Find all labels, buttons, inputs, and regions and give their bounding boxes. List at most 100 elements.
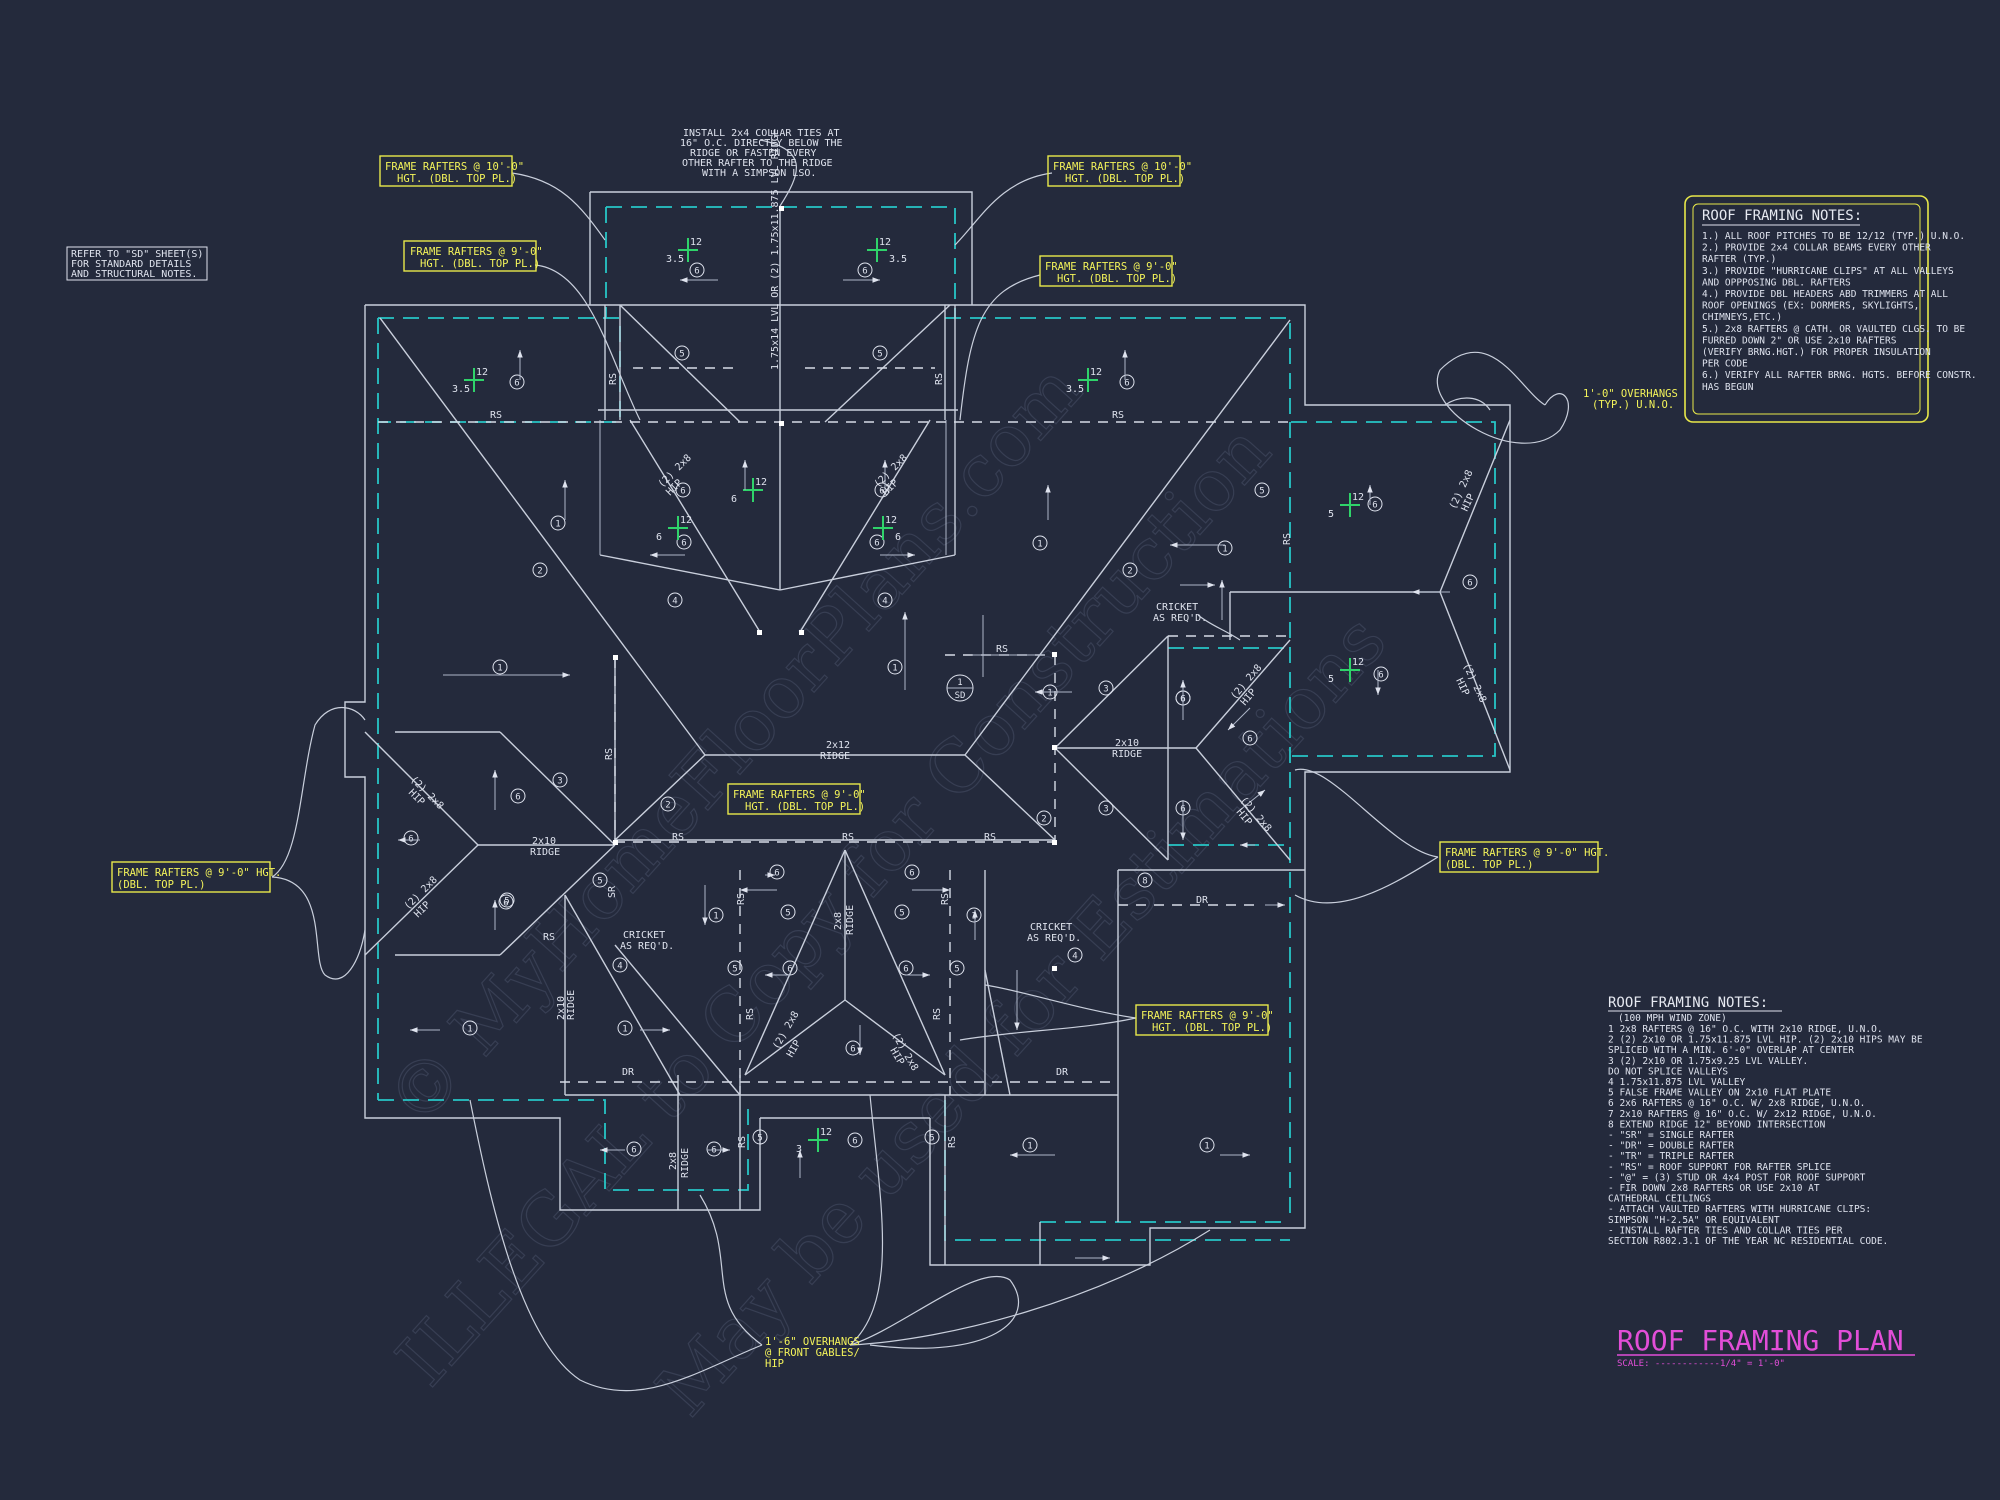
rafter-tag: 5 [872, 345, 888, 361]
svg-text:3.5: 3.5 [452, 384, 470, 395]
rafter-tag: 5 [752, 1129, 768, 1145]
svg-text:2: 2 [1127, 567, 1132, 577]
svg-text:@ FRONT GABLES/: @ FRONT GABLES/ [765, 1347, 860, 1359]
rafter-arrow [650, 552, 685, 558]
cricket-label: AS REQ'D. [620, 941, 674, 952]
sr-label: SR [607, 885, 618, 898]
watermark-group: © MyHomeFloorPlans.com ILLEGAL to Copy f… [370, 347, 1403, 1432]
rafter-tag: 4 [877, 592, 893, 608]
callout-frame-9-left-top: FRAME RAFTERS @ 9'-0" HGT. (DBL. TOP PL.… [403, 240, 543, 272]
rs-label: RS [737, 1136, 748, 1148]
svg-text:5: 5 [929, 1134, 934, 1144]
ridge-2x8-size: 2x8 [668, 1152, 679, 1170]
rafter-arrow [1075, 1255, 1110, 1261]
rafter-tag: 5 [727, 960, 743, 976]
rafter-arrow [742, 460, 748, 490]
svg-text:(DBL. TOP PL.): (DBL. TOP PL.) [1445, 859, 1534, 871]
roof-notes-general: ROOF FRAMING NOTES: 1.) ALL ROOF PITCHES… [1684, 195, 1977, 423]
callout-frame-9-center: FRAME RAFTERS @ 9'-0" HGT. (DBL. TOP PL.… [727, 783, 866, 815]
rafter-arrow [843, 277, 880, 283]
ridge-2x8-size: 2x8 [833, 912, 844, 930]
svg-text:HIP: HIP [765, 1358, 784, 1370]
rafter-arrow [1122, 350, 1128, 380]
roof-note-line: PER CODE [1702, 359, 1748, 370]
ridge-2x10-word: RIDGE [566, 990, 577, 1020]
rafter-tag: 6 [1367, 496, 1383, 512]
cricket-label: CRICKET [1156, 602, 1198, 613]
svg-text:1'-0" OVERHANGS: 1'-0" OVERHANGS [1583, 388, 1678, 400]
rs-label: RS [608, 373, 619, 385]
svg-text:4: 4 [617, 962, 622, 972]
svg-text:FRAME RAFTERS @ 10'-0": FRAME RAFTERS @ 10'-0" [1053, 161, 1192, 173]
rafter-tag: 5 [924, 1129, 940, 1145]
cricket-label: CRICKET [1030, 922, 1072, 933]
svg-text:6: 6 [515, 793, 520, 803]
rs-label: RS [947, 1136, 958, 1148]
svg-text:1: 1 [1037, 540, 1042, 550]
rafter-arrow [1375, 670, 1381, 695]
rafter-arrow [972, 910, 978, 940]
rafter-tag: 2 [532, 562, 548, 578]
title-block: ROOF FRAMING PLAN SCALE: ------------1/4… [1617, 1324, 1915, 1369]
roof-note-line: AND OPPPOSING DBL. RAFTERS [1702, 277, 1851, 288]
refer-note: REFER TO "SD" SHEET(S) FOR STANDARD DETA… [66, 246, 208, 281]
svg-text:5: 5 [757, 1134, 762, 1144]
wind-zone: (100 MPH WIND ZONE) [1618, 1013, 1727, 1024]
rafter-tag: 6 [706, 1141, 722, 1157]
svg-text:FRAME RAFTERS @ 9'-0": FRAME RAFTERS @ 9'-0" [1045, 261, 1178, 273]
rafter-tag: 5 [499, 892, 515, 908]
svg-text:6: 6 [903, 965, 908, 975]
roof-note-line: - "DR" = DOUBLE RAFTER [1608, 1141, 1734, 1152]
svg-text:6: 6 [656, 532, 662, 543]
svg-text:6: 6 [774, 869, 779, 879]
svg-text:3: 3 [557, 777, 562, 787]
roof-framing-lines [364, 210, 1511, 1265]
rafter-tag: 6 [847, 1132, 863, 1148]
rafter-tag: 5 [949, 960, 965, 976]
svg-text:12: 12 [885, 515, 897, 526]
svg-text:6: 6 [874, 539, 879, 549]
roof-outline [344, 191, 1511, 1266]
svg-text:FRAME RAFTERS @ 10'-0": FRAME RAFTERS @ 10'-0" [385, 161, 524, 173]
svg-text:12: 12 [1352, 657, 1364, 668]
svg-text:12: 12 [1352, 492, 1364, 503]
rafter-tag: 6 [675, 482, 691, 498]
svg-text:FRAME RAFTERS @ 9'-0" HGT.: FRAME RAFTERS @ 9'-0" HGT. [117, 867, 281, 879]
svg-text:5: 5 [785, 909, 790, 919]
rafter-arrow [906, 972, 930, 978]
rafter-arrow [398, 837, 420, 843]
rs-label: RS [842, 832, 854, 843]
rafter-tag: 1 [708, 907, 724, 923]
rafter-tag: 4 [667, 592, 683, 608]
rafter-arrow [410, 1027, 440, 1033]
hip-label: HIP [785, 1038, 804, 1059]
rafter-tag: 6 [898, 960, 914, 976]
rafter-direction-arrows [398, 277, 1450, 1261]
callout-frame-10-left: FRAME RAFTERS @ 10'-0" HGT. (DBL. TOP PL… [379, 155, 524, 187]
svg-text:6: 6 [862, 267, 867, 277]
svg-text:12: 12 [820, 1127, 832, 1138]
collar-tie-note: INSTALL 2x4 COLLAR TIES AT 16" O.C. DIRE… [680, 128, 843, 179]
roof-note-line: SIMPSON "H-2.5A" OR EQUIVALENT [1608, 1215, 1780, 1226]
rafter-arrow [640, 1027, 670, 1033]
rafter-tag: 6 [904, 864, 920, 880]
svg-text:4: 4 [672, 597, 677, 607]
svg-text:6: 6 [681, 539, 686, 549]
rafter-tag: 8 [1137, 872, 1153, 888]
svg-text:5: 5 [679, 350, 684, 360]
svg-text:6: 6 [694, 267, 699, 277]
svg-text:FOR STANDARD DETAILS: FOR STANDARD DETAILS [71, 259, 191, 270]
rs-label: RS [604, 748, 615, 760]
svg-text:3.5: 3.5 [889, 254, 907, 265]
roof-note-line: - "TR" = TRIPLE RAFTER [1608, 1151, 1734, 1162]
rafter-tag: 6 [510, 788, 526, 804]
roof-note-line: 1 2x8 RAFTERS @ 16" O.C. WITH 2x10 RIDGE… [1608, 1024, 1883, 1035]
rafter-arrow [1180, 800, 1186, 840]
svg-text:REFER TO "SD" SHEET(S): REFER TO "SD" SHEET(S) [71, 249, 203, 260]
rs-label: RS [490, 410, 502, 421]
svg-text:6: 6 [1378, 671, 1383, 681]
roof-note-line: CHIMNEYS,ETC.) [1702, 312, 1782, 323]
svg-text:HGT. (DBL. TOP PL.): HGT. (DBL. TOP PL.) [1065, 173, 1185, 185]
svg-text:1: 1 [1204, 1142, 1209, 1152]
